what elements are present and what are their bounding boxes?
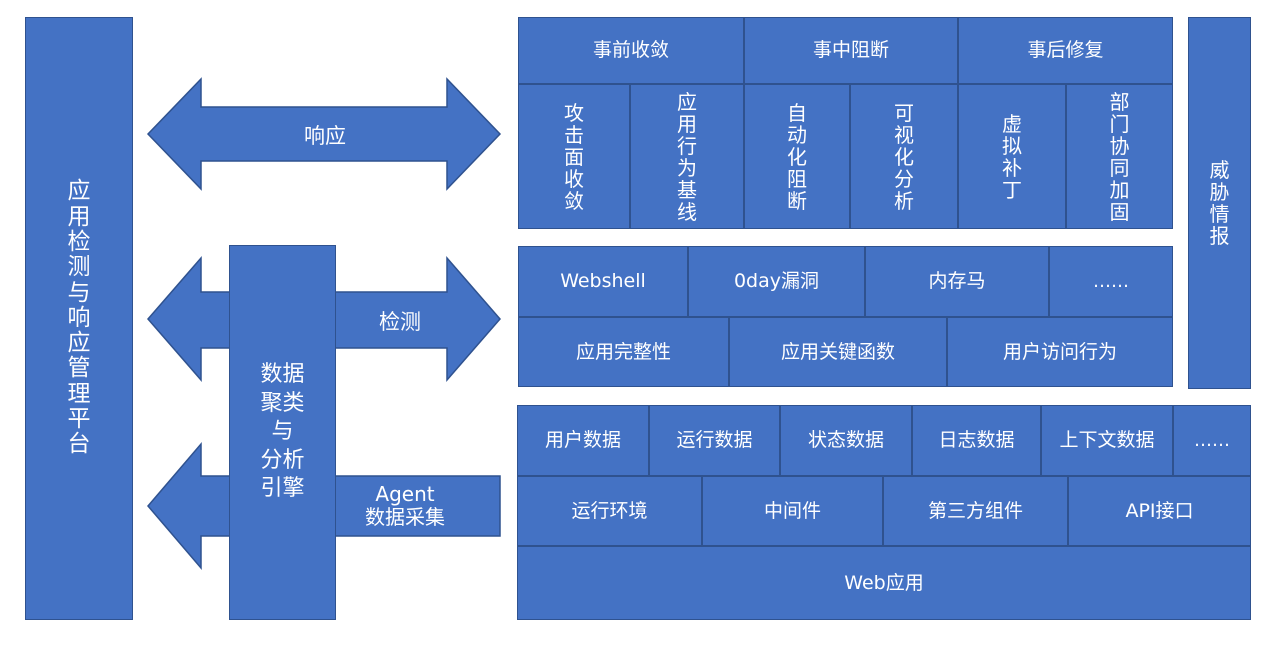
detection-item: 应用完整性 <box>518 317 729 387</box>
detection-item: 应用关键函数 <box>729 317 947 387</box>
response-item: 攻击面收敛 <box>518 84 630 229</box>
response-item-label: 可视化分析 <box>894 100 914 213</box>
response-item: 部门协同加固 <box>1066 84 1173 229</box>
response-item: 自动化阻断 <box>744 84 850 229</box>
data-item: 第三方组件 <box>883 476 1068 546</box>
agent-label-line2: 数据采集 <box>365 505 445 529</box>
platform-label: 应用检测与响应管理平台 <box>67 178 91 458</box>
response-item-label: 虚拟补丁 <box>1002 111 1022 202</box>
detection-item: 内存马 <box>865 246 1049 317</box>
response-label: 响应 <box>304 124 346 148</box>
engine-text: 数据聚类与分析引擎 <box>260 362 305 502</box>
data-item: 用户数据 <box>517 405 649 476</box>
phase-after: 事后修复 <box>958 17 1173 84</box>
phase-before: 事前收敛 <box>518 17 744 84</box>
engine-box: 数据聚类与分析引擎 <box>229 245 336 620</box>
response-item: 应用行为基线 <box>630 84 744 229</box>
engine-label: 数据聚类与分析引擎 <box>260 361 304 504</box>
data-item: 状态数据 <box>780 405 912 476</box>
response-item-label: 部门协同加固 <box>1109 89 1130 224</box>
response-item: 可视化分析 <box>850 84 958 229</box>
response-item: 虚拟补丁 <box>958 84 1066 229</box>
data-item: 日志数据 <box>912 405 1041 476</box>
response-double-arrow <box>146 77 502 191</box>
response-item-label: 攻击面收敛 <box>564 100 584 213</box>
detection-item: 0day漏洞 <box>688 246 865 317</box>
detection-item: …… <box>1049 246 1173 317</box>
response-item-label: 自动化阻断 <box>787 100 807 213</box>
platform-box: 应用检测与响应管理平台 <box>25 17 133 620</box>
threat-intel-box: 威胁情报 <box>1188 17 1251 389</box>
threat-intel-label: 威胁情报 <box>1209 158 1230 248</box>
detection-item: Webshell <box>518 246 688 317</box>
data-item: 运行环境 <box>517 476 702 546</box>
detection-label: 检测 <box>379 310 421 334</box>
agent-label: Agent 数据采集 <box>340 483 470 529</box>
agent-label-line1: Agent <box>375 482 435 506</box>
detection-item: 用户访问行为 <box>947 317 1173 387</box>
phase-during: 事中阻断 <box>744 17 958 84</box>
data-item: API接口 <box>1068 476 1251 546</box>
response-item-label: 应用行为基线 <box>677 89 697 224</box>
data-item: 中间件 <box>702 476 883 546</box>
data-item: 上下文数据 <box>1041 405 1173 476</box>
data-item: 运行数据 <box>649 405 780 476</box>
data-item: …… <box>1173 405 1251 476</box>
web-app-box: Web应用 <box>517 546 1251 620</box>
